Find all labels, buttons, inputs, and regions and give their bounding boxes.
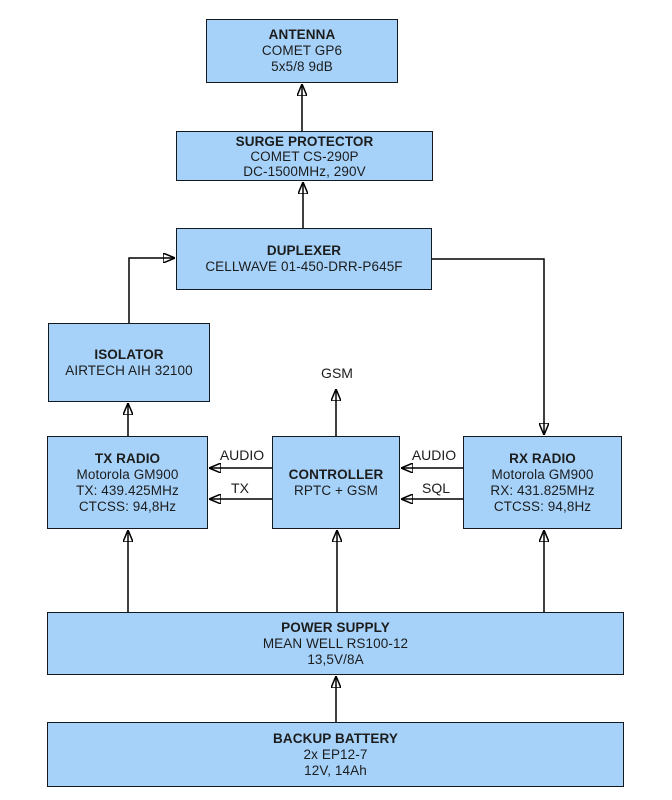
node-duplexer: DUPLEXER CELLWAVE 01-450-DRR-P645F bbox=[176, 228, 432, 290]
node-line: COMET CS-290P bbox=[250, 148, 359, 164]
node-tx-radio: TX RADIO Motorola GM900 TX: 439.425MHz C… bbox=[47, 436, 208, 529]
node-line: COMET GP6 bbox=[261, 43, 343, 58]
edge-label-sql: SQL bbox=[421, 480, 451, 496]
arrow-duplexer-to-rx-radio bbox=[432, 258, 544, 434]
node-line: RPTC + GSM bbox=[294, 482, 378, 498]
node-title: DUPLEXER bbox=[266, 243, 342, 258]
node-line: 5x5/8 9dB bbox=[271, 59, 333, 74]
node-title: ANTENNA bbox=[268, 27, 336, 42]
node-line: 2x EP12-7 bbox=[303, 746, 368, 762]
node-line: Motorola GM900 bbox=[491, 466, 594, 482]
node-title: RX RADIO bbox=[509, 450, 576, 466]
node-line: 12V, 14Ah bbox=[304, 762, 367, 778]
edge-label-tx-audio: AUDIO bbox=[219, 447, 265, 463]
node-title: ISOLATOR bbox=[94, 346, 164, 362]
node-line: CTCSS: 94,8Hz bbox=[493, 498, 592, 514]
edge-label-tx: TX bbox=[231, 480, 249, 496]
node-line: 13,5V/8A bbox=[307, 651, 364, 667]
node-line: DC-1500MHz, 290V bbox=[243, 163, 366, 179]
node-title: SURGE PROTECTOR bbox=[235, 133, 374, 149]
node-controller: CONTROLLER RPTC + GSM bbox=[272, 436, 400, 529]
node-line: RX: 431.825MHz bbox=[490, 482, 595, 498]
edge-label-gsm: GSM bbox=[321, 365, 353, 381]
node-backup-battery: BACKUP BATTERY 2x EP12-7 12V, 14Ah bbox=[47, 722, 624, 787]
node-surge-protector: SURGE PROTECTOR COMET CS-290P DC-1500MHz… bbox=[176, 131, 433, 181]
node-power-supply: POWER SUPPLY MEAN WELL RS100-12 13,5V/8A bbox=[47, 612, 624, 675]
node-line: CTCSS: 94,8Hz bbox=[78, 498, 177, 514]
node-antenna: ANTENNA COMET GP6 5x5/8 9dB bbox=[206, 19, 398, 83]
node-line: CELLWAVE 01-450-DRR-P645F bbox=[205, 259, 403, 274]
node-title: BACKUP BATTERY bbox=[273, 730, 398, 746]
node-line: MEAN WELL RS100-12 bbox=[262, 635, 409, 651]
node-title: POWER SUPPLY bbox=[281, 619, 390, 635]
edge-label-rx-audio: AUDIO bbox=[411, 447, 457, 463]
node-line: Motorola GM900 bbox=[76, 466, 179, 482]
node-title: TX RADIO bbox=[94, 450, 161, 466]
node-line: TX: 439.425MHz bbox=[76, 482, 179, 498]
node-isolator: ISOLATOR AIRTECH AIH 32100 bbox=[48, 323, 210, 402]
node-rx-radio: RX RADIO Motorola GM900 RX: 431.825MHz C… bbox=[463, 436, 622, 529]
node-title: CONTROLLER bbox=[288, 466, 384, 482]
node-line: AIRTECH AIH 32100 bbox=[65, 362, 193, 378]
arrow-isolator-to-duplexer bbox=[128, 258, 174, 323]
